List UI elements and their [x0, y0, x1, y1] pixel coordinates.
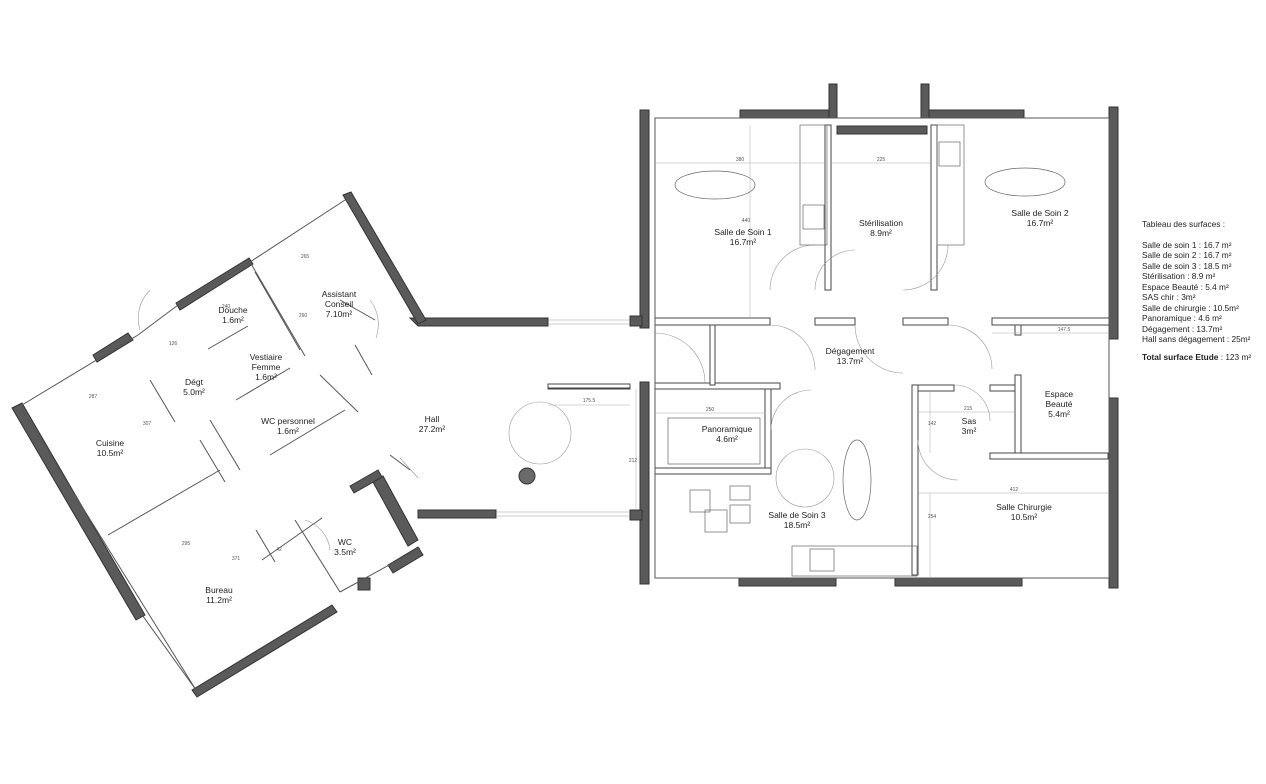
surface-table: Tableau des surfaces : Salle de soin 1 :…	[1142, 219, 1262, 362]
dim-label: 380	[736, 157, 745, 163]
dim-label: 240	[222, 304, 231, 310]
dim-label: 212	[629, 458, 638, 464]
surface-row: Salle de soin 1 : 16.7 m²	[1142, 239, 1232, 250]
furniture	[508, 124, 1066, 577]
surface-row: Hall sans dégagement : 25m²	[1142, 334, 1251, 344]
surface-total-label: Total surface Etude	[1142, 351, 1219, 362]
surface-row: Salle de soin 3 : 18.5 m²	[1142, 260, 1232, 271]
surface-total-value: : 123 m²	[1220, 351, 1252, 362]
left-wing-walls	[11, 191, 427, 698]
surface-row: Salle de chirurgie : 10.5m²	[1142, 302, 1239, 313]
dim-label: 412	[1010, 487, 1019, 493]
dim-label: 142	[928, 421, 937, 427]
dim-label: 295	[182, 541, 191, 547]
surface-row: SAS chir : 3m²	[1142, 292, 1196, 302]
surface-row: Salle de soin 2 : 16.7 m²	[1142, 250, 1232, 260]
surface-total: Total surface Etude : 123 m²	[1142, 352, 1262, 363]
dim-label: 265	[301, 254, 310, 260]
dim-label: 371	[232, 556, 241, 562]
right-wing-walls	[639, 83, 1119, 589]
dim-label: 260	[299, 313, 308, 319]
door-swings	[138, 244, 993, 551]
dim-label: 175.5	[583, 398, 596, 404]
dimension-lines	[548, 125, 1109, 578]
dim-label: 250	[706, 407, 715, 413]
surface-row: Panoramique : 4.6 m²	[1142, 313, 1222, 323]
dim-label: 147.5	[1058, 327, 1071, 333]
dim-label: 215	[964, 406, 973, 412]
dim-label: 440	[742, 218, 751, 224]
dimension-labels: 380 225 440 147.5 175.5 250 212 215 142 …	[89, 157, 1071, 562]
dim-label: 225	[877, 157, 886, 163]
dim-label: 307	[143, 421, 152, 427]
connector-walls	[408, 315, 643, 521]
dim-label: 254	[928, 514, 937, 520]
surface-row: Dégagement : 13.7m²	[1142, 323, 1223, 334]
dim-label: 287	[89, 394, 98, 400]
surface-row: Espace Beauté : 5.4 m²	[1142, 281, 1229, 292]
surface-row: Stérilisation : 8.9 m²	[1142, 271, 1216, 281]
dim-label: 42	[276, 547, 282, 553]
dim-label: 126	[169, 341, 178, 347]
surface-table-title: Tableau des surfaces :	[1142, 219, 1226, 229]
